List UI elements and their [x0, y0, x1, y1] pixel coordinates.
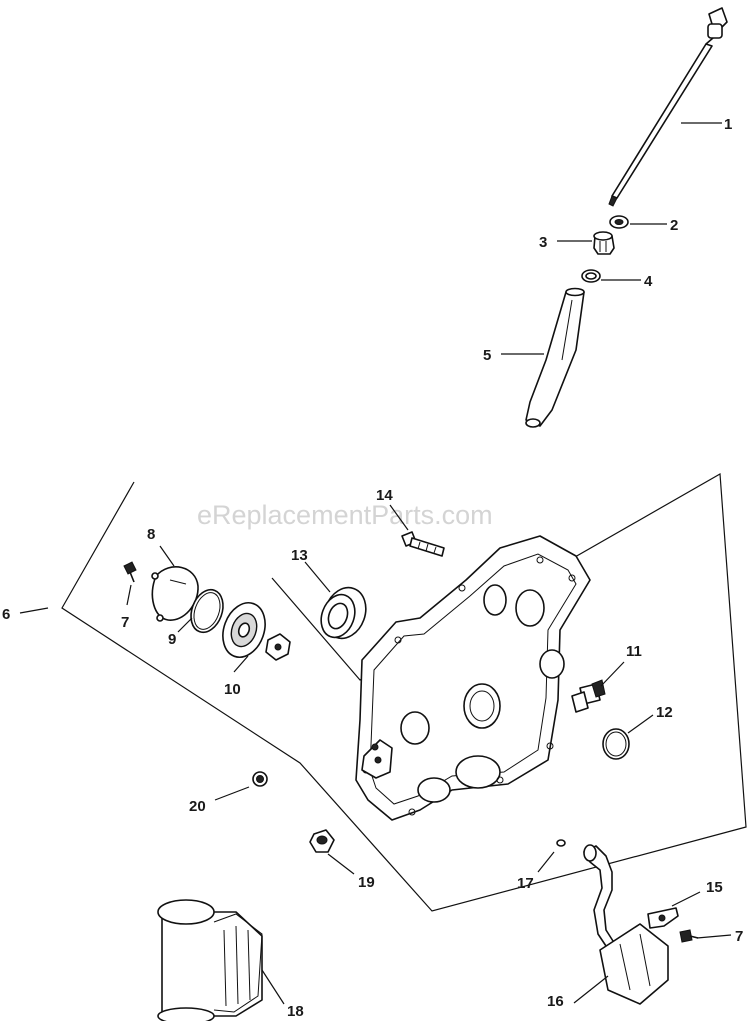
leader-lines	[19, 122, 732, 1005]
callout-5: 5	[483, 347, 491, 364]
part-12-o-ring[interactable]	[602, 728, 630, 760]
part-14-bolt[interactable]	[401, 531, 445, 557]
callout-7-right: 7	[735, 928, 743, 945]
callout-18: 18	[287, 1003, 304, 1020]
part-15-bracket[interactable]	[647, 907, 679, 929]
part-10-oil-pump-rotor[interactable]	[216, 597, 291, 663]
part-9-o-ring[interactable]	[185, 585, 228, 637]
callout-19: 19	[358, 874, 375, 891]
callout-17: 17	[517, 875, 534, 892]
callout-7-left: 7	[121, 614, 129, 631]
part-5-dipstick-tube[interactable]	[525, 287, 585, 428]
callout-12: 12	[656, 704, 673, 721]
part-3-cap[interactable]	[593, 231, 615, 255]
callout-9: 9	[168, 631, 176, 648]
callout-8: 8	[147, 526, 155, 543]
callout-11: 11	[626, 643, 642, 660]
part-1-dipstick[interactable]	[608, 7, 728, 207]
callout-16: 16	[547, 993, 564, 1010]
closure-plate[interactable]	[355, 535, 591, 821]
callout-13: 13	[291, 547, 308, 564]
part-4-o-ring[interactable]	[581, 269, 601, 283]
callout-14: 14	[376, 487, 393, 504]
part-7-screw[interactable]	[123, 561, 137, 583]
callout-15: 15	[706, 879, 723, 896]
callout-labels: 1 2 3 4 5 6 7 8 9 10 11 12 13 14 15 16 1…	[2, 116, 743, 1020]
part-17-small-o-ring[interactable]	[556, 839, 566, 847]
part-16-oil-pickup[interactable]	[583, 844, 669, 1005]
callout-2: 2	[670, 217, 678, 234]
callout-20: 20	[189, 798, 206, 815]
part-7-screw-right[interactable]	[679, 929, 699, 943]
callout-4: 4	[644, 273, 653, 290]
callout-3: 3	[539, 234, 547, 251]
callout-1: 1	[724, 116, 732, 133]
part-19-drain-plug[interactable]	[309, 829, 335, 853]
part-20-plug[interactable]	[252, 771, 268, 787]
part-11-plug[interactable]	[571, 679, 606, 713]
part-18-oil-filter[interactable]	[157, 899, 263, 1021]
watermark-text: eReplacementParts.com	[197, 500, 493, 530]
part-8-cover-plate[interactable]	[151, 566, 199, 622]
part-13-oil-seal[interactable]	[315, 582, 372, 645]
callout-10: 10	[224, 681, 241, 698]
part-2-washer[interactable]	[609, 215, 629, 229]
callout-6: 6	[2, 606, 10, 623]
